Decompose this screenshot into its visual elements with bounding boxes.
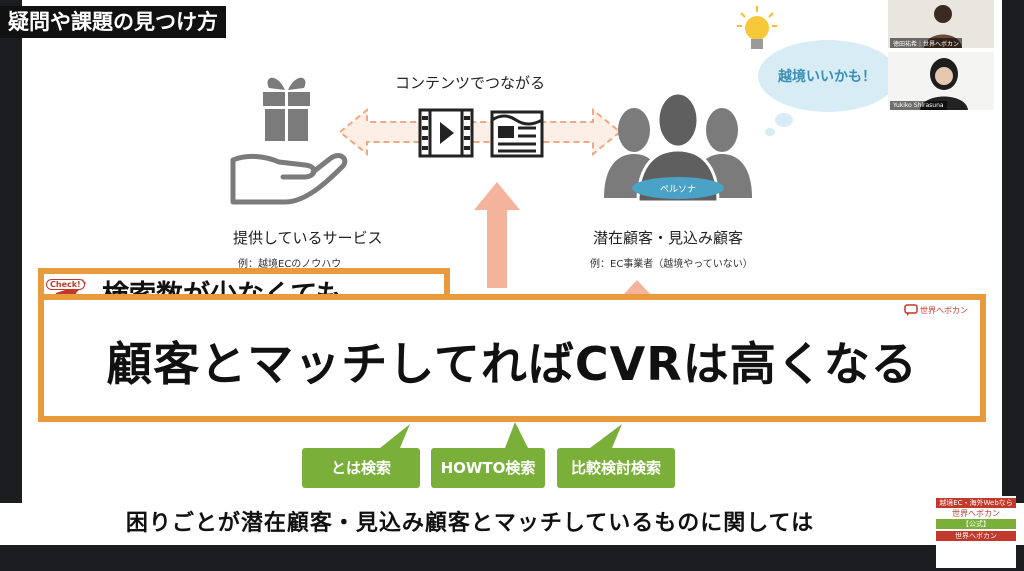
persona-badge: ペルソナ <box>659 185 696 195</box>
search-type-button-howto[interactable]: HOWTO検索 <box>431 448 545 488</box>
button-pointers <box>380 422 622 448</box>
callout-main-text: 顧客とマッチしてればCVRは高くなる <box>106 337 918 391</box>
chat-logo-icon <box>904 304 918 316</box>
brand-card-line1: 越境EC・海外Webなら <box>936 498 1016 508</box>
callout-logo: 世界へボカン <box>904 304 968 316</box>
check-label: Check! <box>46 279 85 290</box>
caption-bar <box>0 503 1024 545</box>
thought-bubble <box>758 40 898 136</box>
brand-card-line2: 世界へボカン <box>952 509 1000 518</box>
video-title-tag: 疑問や課題の見つけ方 <box>0 6 226 38</box>
webcam-bottom-name: Yukiko Shirasuna <box>890 101 947 110</box>
left-label: 提供しているサービス <box>233 229 383 247</box>
newspaper-icon <box>490 110 544 158</box>
right-label: 潜在顧客・見込み顧客 <box>593 229 744 247</box>
persona-group-icon <box>604 91 752 204</box>
left-sublabel: 例：越境ECのノウハウ <box>238 259 342 270</box>
person-avatar-icon <box>888 52 994 110</box>
gift-hand-icon <box>230 77 348 205</box>
caption-text: 困りごとが潜在顧客・見込み顧客とマッチしているものに関しては <box>125 511 815 536</box>
webcam-top-name: 徳田祐希｜世界へボカン <box>890 38 963 48</box>
video-film-icon <box>418 108 474 158</box>
callout-main-box <box>38 294 986 422</box>
connector-label: コンテンツでつながる <box>395 74 546 92</box>
webcam-bottom: Yukiko Shirasuna <box>888 52 994 110</box>
up-arrow-center <box>474 182 520 288</box>
up-arrow-right <box>622 280 652 296</box>
callout-logo-text: 世界へボカン <box>920 305 968 315</box>
search-type-button-compare[interactable]: 比較検討検索 <box>557 448 675 488</box>
two-way-arrow <box>338 107 622 157</box>
brand-card: 越境EC・海外Webなら 世界へボカン 【公式】 世界へボカン <box>936 496 1016 568</box>
right-sublabel: 例：EC事業者（越境やっていない） <box>590 259 753 270</box>
search-type-button-what[interactable]: とは検索 <box>302 448 420 488</box>
thought-bubble-text: 越境いいかも！ <box>778 69 876 85</box>
brand-card-line4: 世界へボカン <box>936 531 1016 541</box>
webcam-top: 徳田祐希｜世界へボカン <box>888 0 994 48</box>
lightbulb-icon <box>737 6 777 49</box>
brand-card-line3: 【公式】 <box>936 519 1016 529</box>
